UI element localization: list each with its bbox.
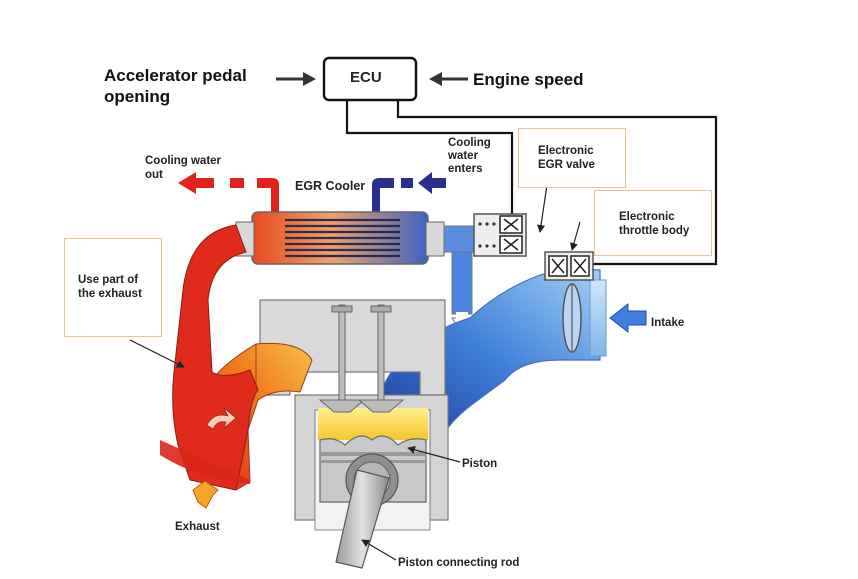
piston-connecting-rod-label: Piston connecting rod	[398, 557, 520, 569]
combustion-chamber	[318, 408, 428, 440]
throttle-plate	[562, 283, 582, 353]
cooling-water-out-arrow	[178, 172, 279, 212]
callout-use-exhaust	[64, 238, 162, 337]
cooling-water-in-arrow	[372, 172, 446, 212]
intake-arrow	[609, 302, 647, 334]
leader-piston	[407, 445, 461, 463]
engine-speed-label: Engine speed	[473, 70, 584, 89]
egr-return-pipe	[443, 225, 475, 335]
use-part-of-exhaust-label: Use part of the exhaust	[78, 274, 142, 300]
exhaust-label: Exhaust	[175, 521, 220, 533]
throttle-actuator	[544, 251, 594, 281]
electronic-egr-valve-label: Electronic EGR valve	[538, 145, 595, 171]
egr-cooler	[235, 211, 445, 265]
egr-cooler-label: EGR Cooler	[295, 179, 366, 193]
ecu-label: ECU	[350, 69, 382, 86]
intake-valve	[357, 304, 405, 413]
callout-egr-valve	[518, 128, 626, 188]
electronic-throttle-body-label: Electronic throttle body	[619, 211, 690, 237]
intake-label: Intake	[651, 317, 685, 329]
piston-label: Piston	[462, 458, 498, 470]
leader-lines	[129, 177, 581, 561]
egr-valve	[473, 213, 527, 257]
leader-throttle-body	[570, 221, 581, 251]
exhaust-valve	[318, 304, 366, 413]
leader-use-exhaust	[129, 339, 185, 368]
ecu-box	[322, 56, 418, 102]
leader-connecting-rod	[361, 539, 397, 561]
cooling-water-out-label: Cooling water out	[145, 155, 222, 181]
accelerator-pedal-label: Accelerator pedal opening	[104, 66, 247, 106]
connecting-rod	[335, 469, 390, 569]
exhaust-flow-arrow	[206, 407, 237, 430]
exhaust-system	[160, 224, 313, 491]
cooling-water-enters-label: Cooling water enters	[448, 137, 491, 175]
ecu-input-arrows	[276, 72, 468, 86]
ecu-wiring	[345, 101, 718, 266]
exhaust-out-arrow	[192, 480, 219, 509]
callout-throttle-body	[594, 190, 712, 256]
